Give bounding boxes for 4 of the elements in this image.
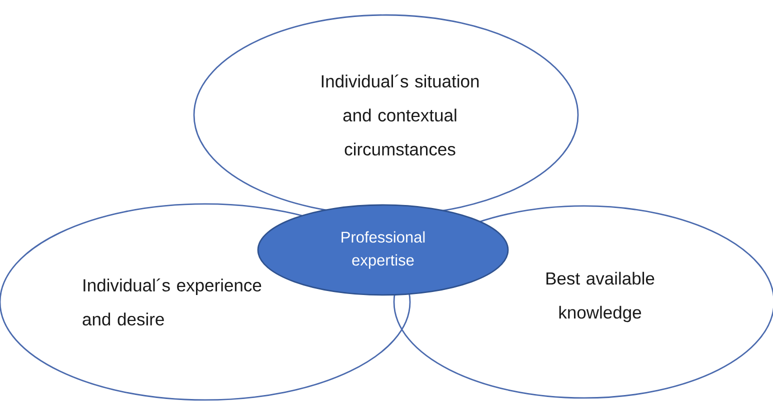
ellipse-label: Individual´s experience and desire <box>82 278 262 326</box>
ellipse-label: Best available knowledge <box>546 272 654 322</box>
ellipse-label: Individual´s situation and contextual circumstances <box>322 74 479 156</box>
ellipse-label: Professional expertise <box>342 231 425 269</box>
